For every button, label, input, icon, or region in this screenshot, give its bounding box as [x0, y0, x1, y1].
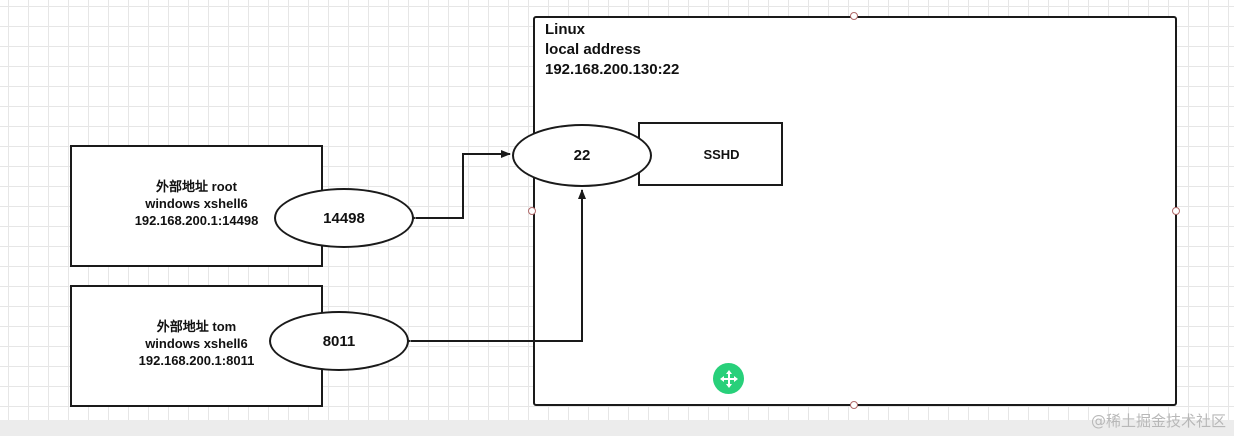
external-tom-line3: 192.168.200.1:8011: [138, 352, 255, 368]
footer-strip: [0, 420, 1234, 436]
port-8011-ellipse[interactable]: 8011: [269, 311, 409, 371]
resize-handle-right[interactable]: [1172, 207, 1180, 215]
external-tom-box[interactable]: 外部地址 tom windows xshell6 192.168.200.1:8…: [70, 285, 323, 407]
port-14498-label: 14498: [323, 209, 365, 227]
external-root-line2: windows xshell6: [145, 195, 248, 211]
external-tom-text: 外部地址 tom windows xshell6 192.168.200.1:8…: [139, 318, 255, 369]
external-tom-line2: windows xshell6: [145, 335, 248, 351]
linux-title-block: Linux local address 192.168.200.130:22: [545, 20, 679, 80]
watermark: @稀土掘金技术社区: [1090, 412, 1226, 430]
external-tom-line1: 外部地址 tom: [156, 318, 237, 334]
sshd-label: SSHD: [703, 146, 740, 162]
port-22-ellipse[interactable]: 22: [512, 124, 652, 187]
port-22-label: 22: [573, 147, 591, 164]
linux-box[interactable]: Linux local address 192.168.200.130:22: [533, 16, 1177, 406]
linux-address: 192.168.200.130:22: [545, 61, 680, 78]
resize-handle-bottom[interactable]: [850, 401, 858, 409]
move-arrows-glyph: [719, 369, 738, 388]
external-root-line1: 外部地址 root: [156, 178, 237, 194]
move-arrows-icon[interactable]: [713, 363, 744, 394]
external-root-text: 外部地址 root windows xshell6 192.168.200.1:…: [135, 178, 259, 229]
linux-title: Linux: [545, 21, 585, 38]
port-8011-label: 8011: [322, 332, 356, 350]
linux-subtitle: local address: [545, 41, 641, 58]
resize-handle-top[interactable]: [850, 12, 858, 20]
resize-handle-left[interactable]: [528, 207, 536, 215]
sshd-box[interactable]: SSHD: [638, 122, 783, 186]
port-14498-ellipse[interactable]: 14498: [274, 188, 414, 248]
external-root-line3: 192.168.200.1:14498: [134, 212, 259, 228]
